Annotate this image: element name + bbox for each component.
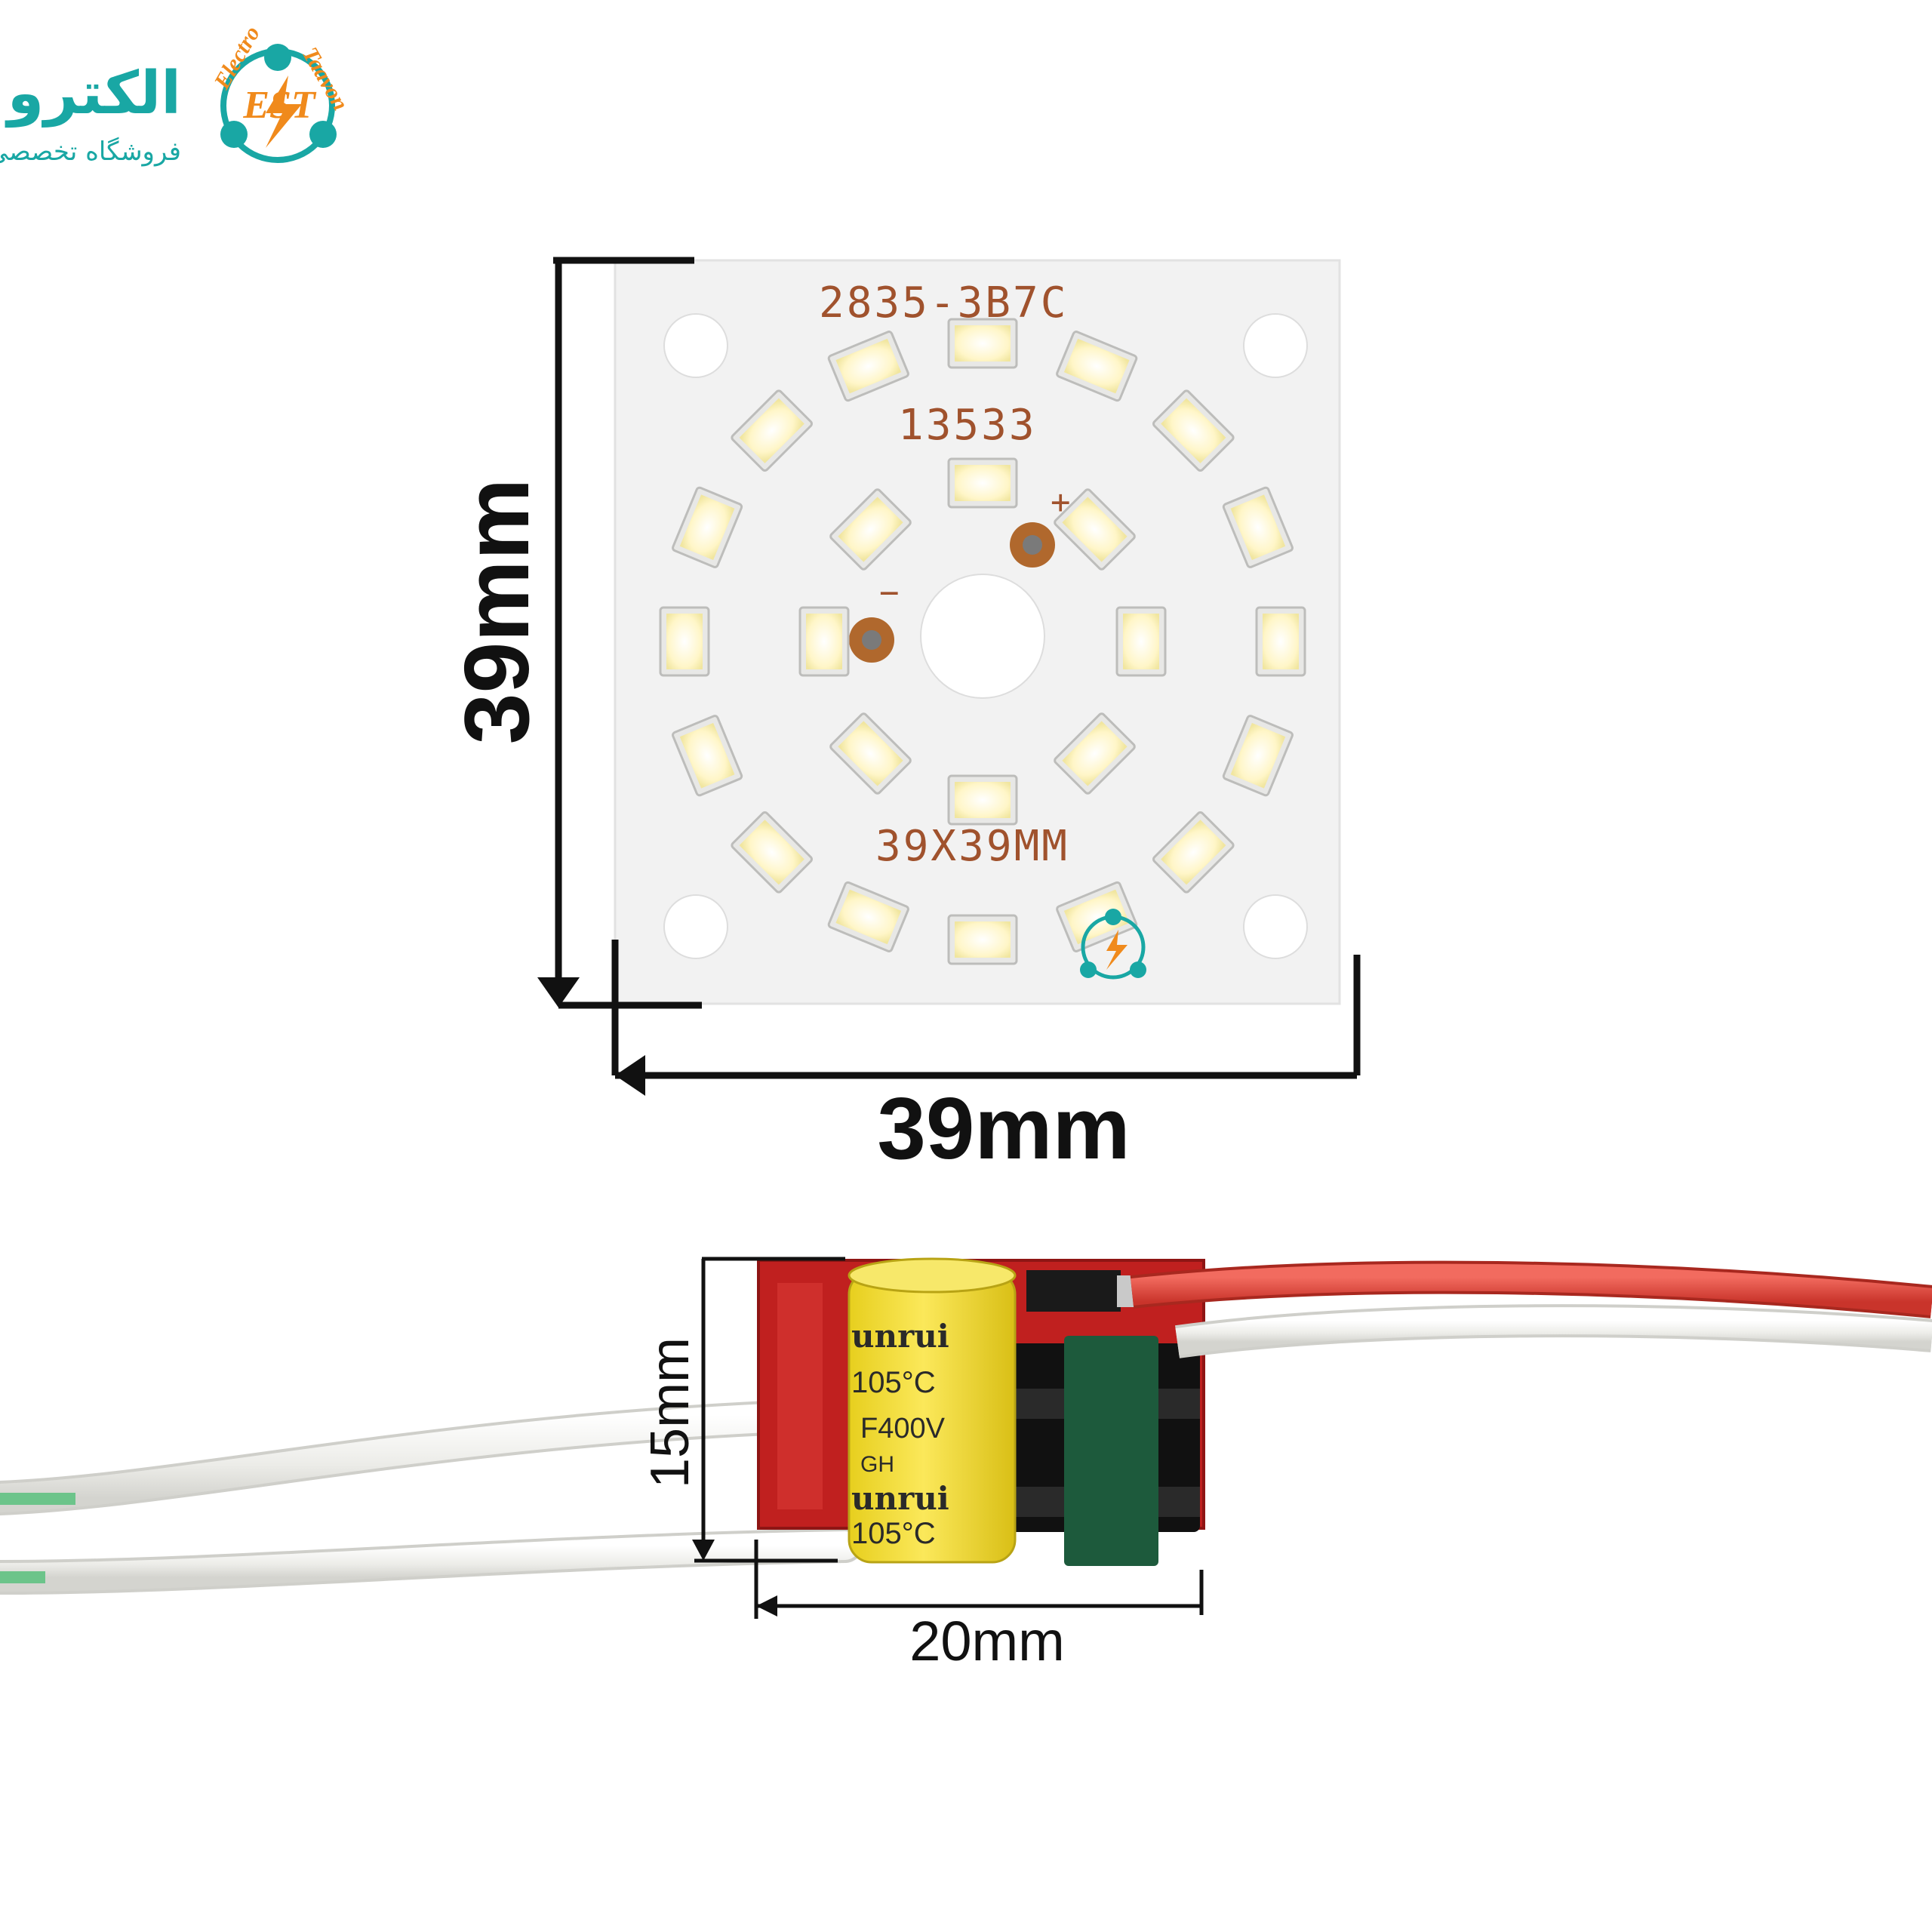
logo-persian-title: الکترو تعاون: [0, 60, 181, 128]
led-board: 2835-3B7C 13533 39X39MM + −: [614, 259, 1341, 1005]
smd-led: [827, 881, 909, 952]
wire-tip: [0, 1571, 45, 1583]
smd-led: [672, 486, 743, 568]
smd-led: [1152, 389, 1235, 472]
board-height-label: 39mm: [445, 478, 548, 745]
led-driver: unrui 105°C F400V GH unrui 105°C: [0, 1257, 1932, 1595]
output-wire-red: [1131, 1263, 1932, 1315]
capacitor-temp-top: 105°C: [851, 1366, 936, 1399]
board-part-code: 2835-3B7C: [819, 278, 1068, 328]
smd-led: [1115, 606, 1167, 677]
smd-led: [731, 811, 813, 894]
smd-led: [672, 715, 743, 797]
capacitor-rating: F400V: [860, 1413, 946, 1444]
smd-led: [798, 606, 850, 677]
smd-led: [1222, 486, 1294, 568]
board-plus-mark: +: [1051, 483, 1071, 521]
smd-led: [947, 318, 1018, 369]
board-batch-number: 13533: [898, 401, 1037, 450]
smd-led: [827, 331, 909, 402]
center-hole: [920, 574, 1045, 699]
smd-led: [829, 712, 912, 795]
logo-monogram: EST: [242, 84, 317, 127]
driver-width-label: 20mm: [909, 1610, 1065, 1672]
capacitor-brand-bottom: unrui: [851, 1480, 949, 1517]
arrow-down-icon: [537, 977, 580, 1008]
mounting-hole: [663, 313, 728, 378]
bridge-rectifier: [1026, 1270, 1121, 1312]
smd-led: [1056, 331, 1138, 402]
smd-led: [1054, 488, 1136, 571]
board-size-text: 39X39MM: [875, 822, 1069, 871]
wire-tip: [0, 1493, 75, 1505]
mounting-hole: [1243, 313, 1308, 378]
smd-led: [1255, 606, 1306, 677]
arrow-left-icon: [756, 1595, 777, 1617]
arrow-down-icon: [692, 1540, 715, 1561]
input-wire-top: [0, 1401, 860, 1512]
smd-led: [829, 488, 912, 571]
smd-led: [947, 457, 1018, 509]
logo-persian-subtitle: فروشگاه تخصصی الکترونیک: [0, 137, 181, 167]
smd-led: [731, 389, 813, 472]
capacitor-code: GH: [860, 1452, 894, 1477]
transformer-bobbin: [1064, 1336, 1158, 1566]
smd-led: [1054, 712, 1136, 795]
smd-led: [947, 774, 1018, 826]
logo-emblem-icon: [220, 44, 337, 163]
board-width-label: 39mm: [877, 1079, 1130, 1177]
brand-logo: الکترو تعاون فروشگاه تخصصی الکترونیک EST…: [0, 22, 353, 167]
output-wire-white: [1175, 1307, 1932, 1355]
mounting-hole: [1243, 894, 1308, 959]
smd-led: [1222, 715, 1294, 797]
board-watermark-icon: [1080, 909, 1146, 980]
driver-height-label: 15mm: [640, 1337, 700, 1488]
driver-dimension-lines: [694, 1257, 1204, 1619]
board-dimension-lines: [553, 257, 1361, 1079]
smd-led: [947, 914, 1018, 965]
capacitor-brand-top: unrui: [851, 1318, 949, 1355]
mounting-hole: [663, 894, 728, 959]
smd-led: [659, 606, 710, 677]
board-minus-mark: −: [879, 574, 900, 612]
led-array: [659, 318, 1306, 965]
capacitor-temp-bottom: 105°C: [851, 1517, 936, 1550]
arrow-left-icon: [615, 1055, 645, 1096]
smd-led: [1152, 811, 1235, 894]
